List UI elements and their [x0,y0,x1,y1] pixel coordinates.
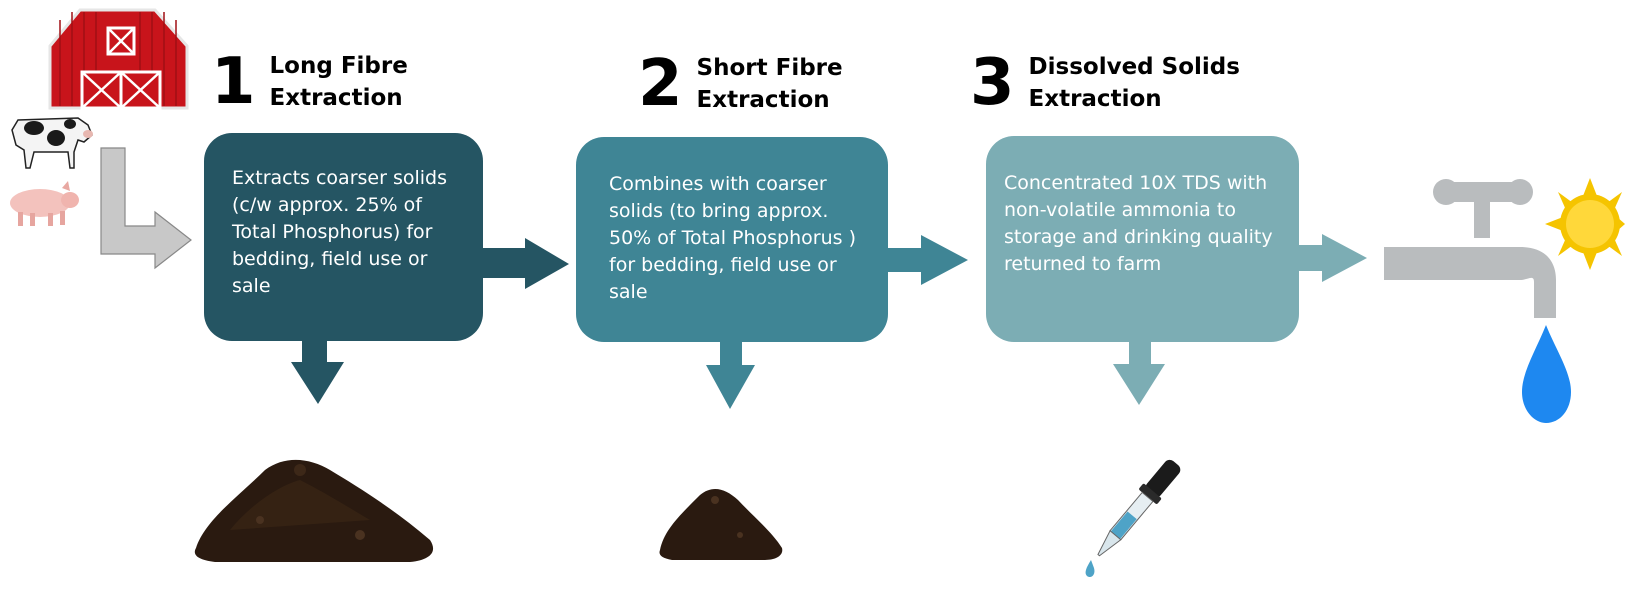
barn-icon [48,8,189,110]
step-1-title: Long Fibre Extraction [269,53,408,111]
step-3-box: Concentrated 10X TDS with non-volatile a… [986,136,1299,342]
pig-icon [10,181,79,226]
arrow-step3-to-output [1298,234,1367,282]
down-arrow-step1 [291,340,344,404]
arrow-step2-to-step3 [887,235,968,285]
arrow-step1-to-step2 [482,238,569,289]
soil-pile-icon [194,459,434,562]
step-2-title: Short Fibre Extraction [696,55,843,113]
cow-icon [11,117,93,169]
down-arrow-step2 [706,341,755,409]
step-1-number: 1 [211,45,256,119]
step-3-title: Dissolved Solids Extraction [1028,54,1240,112]
dropper-icon [1085,459,1181,578]
down-arrow-step3 [1113,341,1165,405]
step-1-heading: 1 Long Fibre Extraction [211,50,408,114]
step-1-box: Extracts coarser solids (c/w approx. 25%… [204,133,483,341]
faucet-icon [1384,179,1556,318]
step-3-number: 3 [970,46,1015,120]
step-2-heading: 2 Short Fibre Extraction [638,52,843,116]
step-2-box: Combines with coarser solids (to bring a… [576,137,888,342]
small-soil-pile-icon [659,488,783,560]
sun-icon [1545,178,1625,270]
l-arrow-icon [100,147,192,270]
step-2-number: 2 [638,47,683,121]
water-drop-icon [1522,325,1571,423]
step-3-heading: 3 Dissolved Solids Extraction [970,51,1240,115]
